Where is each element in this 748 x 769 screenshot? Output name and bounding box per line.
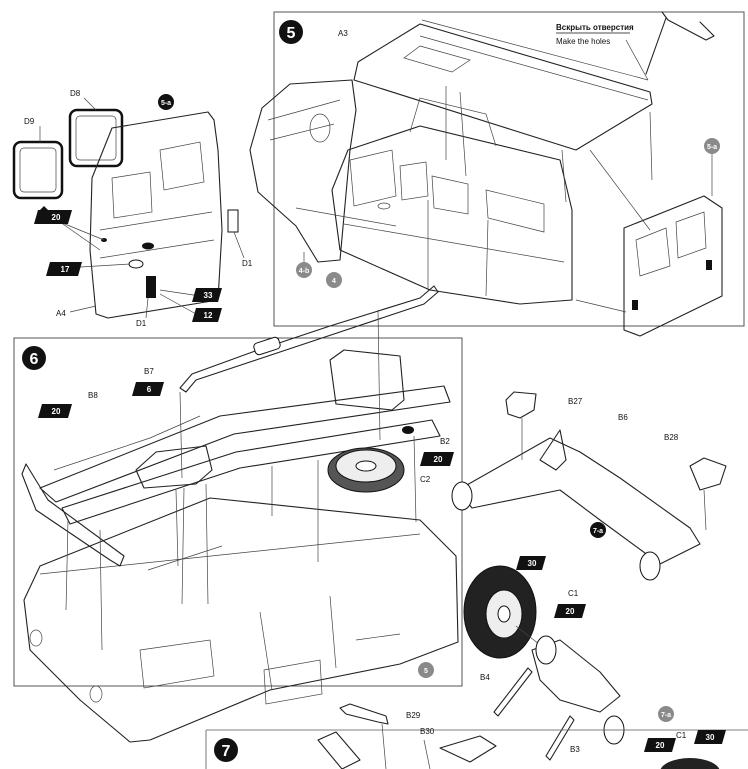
sub-step-badge: 5-a (704, 138, 720, 154)
sub-step-badge: 7-a (590, 522, 606, 538)
svg-text:17: 17 (61, 265, 70, 274)
label-c2: C2 (420, 475, 431, 484)
star-callout: 20 (644, 738, 676, 752)
svg-text:20: 20 (434, 455, 443, 464)
star-callout: 6 (132, 382, 164, 396)
label-b28: B28 (664, 433, 679, 442)
svg-text:4: 4 (332, 278, 336, 285)
svg-text:20: 20 (656, 741, 665, 750)
label-c1-lower: C1 (676, 731, 687, 740)
step-7-badge: 7 (214, 738, 238, 762)
label-b6: B6 (618, 413, 628, 422)
label-b27: B27 (568, 397, 583, 406)
label-b30: B30 (420, 727, 435, 736)
rear-door-5a (623, 195, 723, 337)
svg-text:4-b: 4-b (299, 268, 310, 275)
label-d1-lower: D1 (136, 319, 147, 328)
axle-b6 (457, 437, 701, 565)
label-b7: B7 (144, 367, 154, 376)
step-5a-rear-door-assembly (12, 97, 245, 319)
lower-body-5 (23, 497, 459, 743)
label-d1: D1 (242, 259, 253, 268)
part-b28 (689, 457, 727, 491)
part-b30 (439, 735, 497, 763)
label-c1: C1 (568, 589, 579, 598)
svg-text:5-a: 5-a (161, 100, 171, 107)
side-panel-4b (249, 79, 357, 263)
label-a4: A4 (56, 309, 66, 318)
svg-text:6: 6 (30, 351, 39, 368)
svg-text:5-a: 5-a (707, 144, 717, 151)
star-callout: 17 (46, 262, 82, 276)
star-callout: 20 (554, 604, 586, 618)
part-labels: D9 D8 A4 D1 D1 A3 B7 B8 B2 C2 B27 B6 B28… (24, 29, 687, 754)
sub-step-badge: 7-a (658, 706, 674, 722)
spare-wheel-c2 (327, 447, 405, 493)
fuel-tank (135, 445, 213, 489)
wheel-c1 (463, 565, 537, 659)
svg-text:12: 12 (204, 311, 213, 320)
star-callout: 30 (516, 556, 546, 570)
svg-text:20: 20 (566, 607, 575, 616)
part-b2 (402, 426, 414, 434)
label-b3: B3 (570, 745, 580, 754)
star-callout: 33 (192, 288, 222, 302)
part-b27 (505, 391, 537, 419)
label-b2: B2 (440, 437, 450, 446)
step-5-van-body (249, 11, 723, 337)
svg-text:Вскрыть отверстия: Вскрыть отверстия (556, 23, 634, 32)
svg-text:20: 20 (52, 213, 61, 222)
label-d8: D8 (70, 89, 81, 98)
star-callout: 12 (192, 308, 222, 322)
wheel-c1-partial (660, 758, 720, 769)
svg-text:6: 6 (147, 385, 152, 394)
part-b3 (545, 715, 575, 761)
svg-text:Make the holes: Make the holes (556, 37, 610, 46)
sub-step-badge: 5-a (158, 94, 174, 110)
svg-text:5: 5 (424, 668, 428, 675)
label-b4: B4 (480, 673, 490, 682)
svg-text:30: 30 (706, 733, 715, 742)
sub-step-badge: 4-b (296, 262, 312, 278)
part-b29 (339, 703, 389, 725)
step-6-chassis-assembly (21, 285, 459, 743)
step-5-badge: 5 (279, 20, 303, 44)
svg-text:7-a: 7-a (593, 528, 603, 535)
front-bumper (21, 463, 125, 567)
step-7a-axles (451, 391, 727, 769)
frame-rail-b8 (39, 385, 451, 503)
star-callout: 20 (420, 452, 454, 466)
sub-step-badge: 4 (326, 272, 342, 288)
sub-step-badge: 5 (418, 662, 434, 678)
window-d9 (12, 140, 64, 200)
rear-axle (531, 639, 621, 713)
exhaust-pipe-b7 (179, 285, 439, 393)
svg-text:7-a: 7-a (661, 712, 671, 719)
label-b8: B8 (88, 391, 98, 400)
step-5-frame (273, 11, 745, 327)
step-7-rods (317, 703, 497, 769)
make-holes-note: Вскрыть отверстия Make the holes (556, 23, 634, 46)
part-b4 (493, 667, 533, 717)
svg-text:5: 5 (287, 25, 296, 42)
svg-text:30: 30 (528, 559, 537, 568)
rear-door-a4 (89, 111, 239, 319)
roof-a3 (353, 23, 653, 151)
wheel-carrier (329, 349, 405, 411)
svg-text:7: 7 (222, 743, 231, 760)
label-b29: B29 (406, 711, 421, 720)
star-callout: 20 (34, 206, 72, 224)
svg-text:20: 20 (52, 407, 61, 416)
step-6-frame (13, 337, 463, 687)
star-callout: 20 (38, 404, 72, 418)
van-side-4 (331, 125, 573, 305)
svg-text:33: 33 (204, 291, 213, 300)
step-6-badge: 6 (22, 346, 46, 370)
star-callout: 30 (694, 730, 726, 744)
window-d8 (68, 108, 124, 168)
label-d9: D9 (24, 117, 35, 126)
label-a3: A3 (338, 29, 348, 38)
